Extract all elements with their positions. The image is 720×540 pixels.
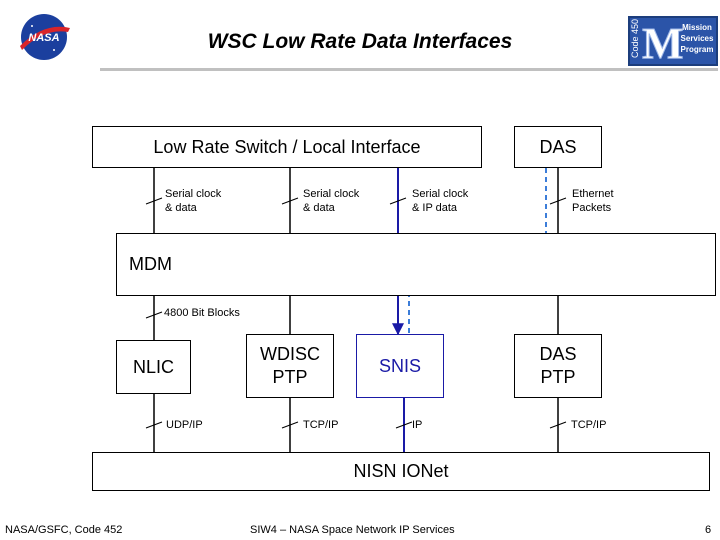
- nasa-logo-text: NASA: [28, 32, 59, 44]
- link-label-serial-1: Serial clock & data: [165, 188, 222, 214]
- das-label: DAS: [539, 136, 577, 157]
- nasa-logo: NASA: [14, 12, 74, 62]
- msp-logo-mark: M: [642, 19, 684, 64]
- mdm-label: MDM: [129, 254, 172, 274]
- wdisc-label: WDISC: [260, 344, 320, 364]
- nisn-ionet-box: NISN IONet: [92, 452, 710, 491]
- das-ptp-ptp-label: PTP: [540, 367, 576, 387]
- mdm-box: MDM: [116, 233, 716, 296]
- tick-mdm-nlic: [145, 311, 163, 319]
- nisn-ionet-label: NISN IONet: [353, 461, 449, 481]
- footer-organization: NASA/GSFC, Code 452: [5, 524, 123, 536]
- das-box: DAS: [514, 126, 602, 168]
- low-rate-switch-label: Low Rate Switch / Local Interface: [153, 136, 421, 157]
- msp-logo-line: Mission: [682, 23, 712, 32]
- das-ptp-das-label: DAS: [539, 344, 577, 364]
- tick-switch-mdm: [145, 197, 163, 205]
- das-ptp-box: DAS PTP: [514, 334, 602, 398]
- link-label-tcp-ip-2: TCP/IP: [571, 419, 607, 431]
- tick-das-dasptp: [549, 197, 567, 205]
- low-rate-switch-box: Low Rate Switch / Local Interface: [92, 126, 482, 168]
- footer-page-number: 6: [705, 524, 712, 536]
- page-title: WSC Low Rate Data Interfaces: [207, 30, 513, 53]
- nlic-label: NLIC: [132, 356, 174, 377]
- tick-switch-snis: [389, 197, 407, 205]
- link-label-ip: IP: [412, 419, 423, 431]
- tick-wdisc-nisn: [281, 421, 299, 429]
- mission-services-program-logo: Code 450 M Mission Services Program: [628, 16, 718, 66]
- snis-label: SNIS: [378, 355, 421, 376]
- snis-box: SNIS: [356, 334, 444, 398]
- title-underline: [100, 68, 718, 71]
- ptp-label: PTP: [272, 367, 308, 387]
- tick-nlic-nisn: [145, 421, 163, 429]
- tick-dasptp-nisn: [549, 421, 567, 429]
- link-label-ethernet: Ethernet Packets: [572, 188, 614, 214]
- link-label-serial-ip: Serial clock & IP data: [412, 188, 469, 214]
- nlic-box: NLIC: [116, 340, 191, 394]
- msp-logo-line: Program: [680, 45, 714, 54]
- link-label-udp-ip: UDP/IP: [166, 419, 203, 431]
- msp-logo-line: Services: [680, 34, 714, 43]
- link-label-tcp-ip-1: TCP/IP: [303, 419, 339, 431]
- tick-snis-nisn: [395, 421, 413, 429]
- footer-presentation: SIW4 – NASA Space Network IP Services: [250, 524, 455, 536]
- link-label-serial-2: Serial clock & data: [303, 188, 360, 214]
- msp-logo-side-text: Code 450: [630, 19, 640, 58]
- link-label-bit-blocks: 4800 Bit Blocks: [164, 307, 240, 319]
- wdisc-ptp-box: WDISC PTP: [246, 334, 334, 398]
- tick-switch-wdisc: [281, 197, 299, 205]
